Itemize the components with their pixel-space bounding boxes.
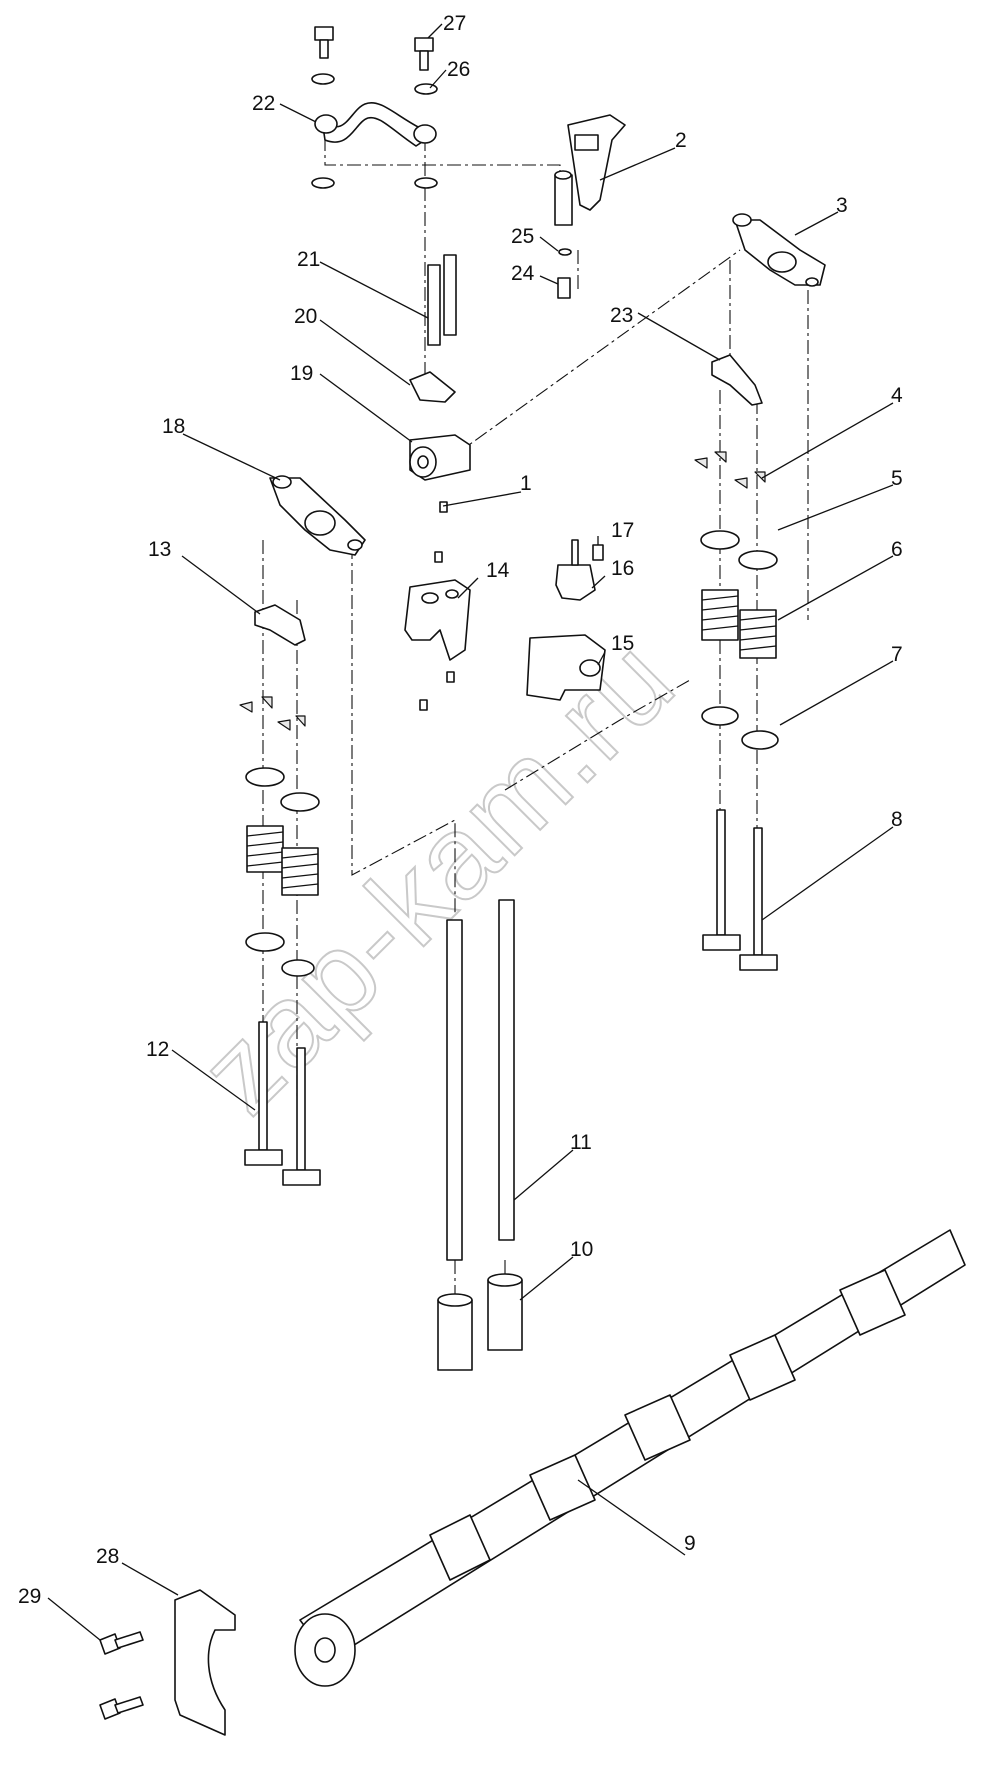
- callout-19: 19: [290, 362, 313, 385]
- callout-16: 16: [611, 557, 634, 580]
- banjo-bolt-left: [314, 26, 334, 59]
- valve-8-b: [739, 827, 778, 971]
- spring-seat-right-b: [741, 730, 779, 750]
- callout-25: 25: [511, 225, 534, 248]
- rocker-arm-3: [732, 213, 826, 287]
- callout-12: 12: [146, 1038, 169, 1061]
- callout-29: 29: [18, 1585, 41, 1608]
- spring-seat-right-a: [701, 706, 739, 726]
- valve-keepers-right: [694, 451, 766, 489]
- rocker-arm-18: [269, 475, 366, 556]
- valve-12-b: [282, 1047, 321, 1186]
- plugs-1: [419, 501, 455, 711]
- sleeve-24: [557, 277, 571, 299]
- spring-retainer-left-b: [280, 792, 320, 812]
- tappet-10-b: [487, 1273, 523, 1351]
- callout-27: 27: [443, 12, 466, 35]
- bolt-29-upper: [99, 1631, 144, 1655]
- callout-26: 26: [447, 58, 470, 81]
- callout-7: 7: [891, 643, 903, 666]
- callout-13: 13: [148, 538, 171, 561]
- spring-seat-left-a: [245, 932, 285, 952]
- rocker-support-14: [404, 579, 471, 661]
- bolt-29-lower: [99, 1696, 144, 1720]
- washer-lower-right: [414, 177, 438, 189]
- o-ring-25: [558, 248, 572, 256]
- valve-spring-right-b: [739, 609, 777, 659]
- valve-bridge-13: [254, 604, 306, 646]
- washer-lower-left: [311, 177, 335, 189]
- pump-bracket-15: [526, 634, 606, 701]
- pipe-banjo-left: [314, 114, 338, 134]
- callout-1: 1: [520, 472, 532, 495]
- callout-24: 24: [511, 262, 535, 285]
- callout-labels: 1 2 3 4 5 6 7 8 9 10 11 12 13 14 15 16 1…: [18, 12, 903, 1608]
- valve-bridge-23: [711, 354, 763, 406]
- callout-5: 5: [891, 467, 903, 490]
- callout-8: 8: [891, 808, 903, 831]
- spring-retainer-right-a: [700, 530, 740, 550]
- fitting-16: [555, 539, 596, 601]
- washer-top-left: [311, 73, 335, 85]
- callout-17: 17: [611, 519, 634, 542]
- callout-15: 15: [611, 632, 634, 655]
- thrust-plate-28: [174, 1589, 236, 1736]
- rocker-bracket-2: [554, 114, 626, 226]
- spring-retainer-left-a: [245, 767, 285, 787]
- valve-spring-right-a: [701, 589, 739, 641]
- callout-9: 9: [684, 1532, 696, 1555]
- rocker-shaft-19: [409, 434, 471, 481]
- valve-8-a: [702, 809, 741, 951]
- valve-12-a: [244, 1021, 283, 1166]
- screw-17: [592, 544, 604, 561]
- callout-leaders: [47, 23, 894, 1641]
- callout-2: 2: [675, 129, 687, 152]
- clamp-20: [409, 371, 456, 403]
- callout-21: 21: [297, 248, 320, 271]
- oil-pipe: [321, 102, 429, 147]
- callout-22: 22: [252, 92, 275, 115]
- tappet-10-a: [437, 1293, 473, 1371]
- watermark: zap-kam.ru: [175, 614, 700, 1139]
- camshaft-9: [294, 1229, 966, 1687]
- callout-28: 28: [96, 1545, 119, 1568]
- valve-spring-left-b: [281, 847, 319, 896]
- washer-top-right: [414, 83, 438, 95]
- pushrod-11-a: [446, 919, 463, 1261]
- callout-3: 3: [836, 194, 848, 217]
- callout-14: 14: [486, 559, 510, 582]
- valve-spring-left-a: [246, 825, 284, 873]
- callout-10: 10: [570, 1238, 593, 1261]
- banjo-bolt-right: [414, 37, 434, 71]
- callout-6: 6: [891, 538, 903, 561]
- pushrod-11-b: [498, 899, 515, 1241]
- stud-bolts-21: [427, 254, 457, 346]
- spring-seat-left-b: [281, 959, 315, 977]
- callout-11: 11: [570, 1131, 592, 1154]
- valve-keepers-left: [239, 696, 306, 731]
- callout-20: 20: [294, 305, 317, 328]
- pipe-banjo-right: [413, 124, 437, 144]
- callout-4: 4: [891, 384, 903, 407]
- callout-18: 18: [162, 415, 185, 438]
- spring-retainer-right-b: [738, 550, 778, 570]
- callout-23: 23: [610, 304, 633, 327]
